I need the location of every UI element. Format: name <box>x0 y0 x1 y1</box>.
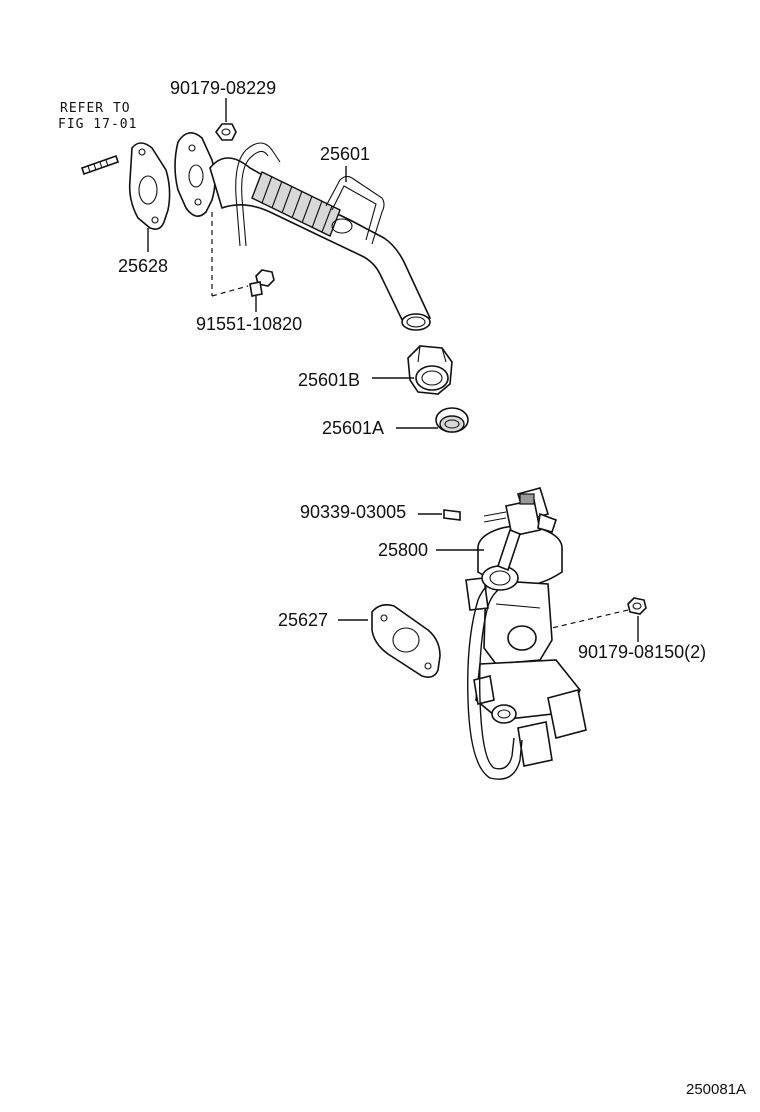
valve-25800-part <box>465 487 587 780</box>
plug-90339-03005-part <box>443 509 461 521</box>
callout-91551-10820: 91551-10820 <box>196 314 302 334</box>
callout-25601b: 25601B <box>298 370 360 390</box>
callout-25601: 25601 <box>320 144 370 164</box>
stud-part <box>80 154 120 176</box>
callout-90339-03005: 90339-03005 <box>300 502 406 522</box>
reference-note-line1: REFER TO <box>60 101 131 116</box>
figure-id: 250081A <box>686 1081 746 1098</box>
pipe-25601-part <box>209 142 432 331</box>
reference-note: REFER TO FIG 17-01 <box>58 101 137 132</box>
callout-25627: 25627 <box>278 610 328 630</box>
callout-25628: 25628 <box>118 256 168 276</box>
union-25601a-part <box>435 407 469 433</box>
callout-25800: 25800 <box>378 540 428 560</box>
union-25601b-part <box>407 345 453 395</box>
bolt-91551-10820-part <box>211 212 275 297</box>
gasket-25627-part <box>371 604 441 678</box>
callout-90179-08229: 90179-08229 <box>170 78 276 98</box>
callout-25601a: 25601A <box>322 418 384 438</box>
gasket-25628-part <box>128 142 171 230</box>
nut-90179-08229-part <box>215 123 237 141</box>
reference-note-line2: FIG 17-01 <box>58 117 137 132</box>
nut-90179-08150-part <box>551 597 647 629</box>
pipe-flange <box>174 132 216 217</box>
callout-90179-08150: 90179-08150(2) <box>578 642 706 662</box>
